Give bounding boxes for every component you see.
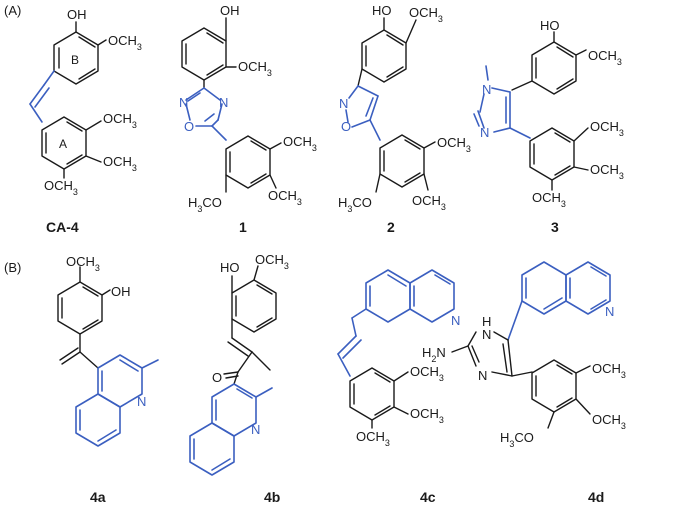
c3-label: 3 (551, 219, 559, 235)
c1-och3-r: OCH3 (283, 134, 317, 153)
c3-n: N (480, 125, 489, 140)
c1-h3co: H3CO (188, 195, 222, 214)
c4d-h: H (482, 314, 491, 329)
structure-4b (189, 265, 277, 476)
ca4-ring-b: B (71, 53, 79, 67)
structure-ca4 (29, 21, 107, 179)
c1-oh: OH (220, 3, 240, 18)
c4a-label: 4a (90, 489, 106, 505)
c2-och3-r: OCH3 (437, 135, 471, 154)
c4d-h2n: H2N (422, 345, 446, 364)
panel-label-a: (A) (4, 3, 21, 18)
structure-4c (337, 269, 455, 429)
c4b-label: 4b (264, 489, 280, 505)
structure-3 (473, 31, 589, 191)
c4d-och3-1: OCH3 (592, 361, 626, 380)
panel-label-b: (B) (4, 260, 21, 275)
structure-2 (345, 17, 436, 193)
c4b-n: N (251, 422, 260, 437)
c2-n: N (339, 96, 348, 111)
c1-n1: N (179, 95, 188, 110)
c1-n2: N (219, 95, 228, 110)
c2-och3-b: OCH3 (412, 193, 446, 212)
c3-och3-3: OCH3 (532, 190, 566, 209)
c3-och3-1: OCH3 (590, 119, 624, 138)
c3-och3-top: OCH3 (588, 48, 622, 67)
c1-o: O (184, 119, 194, 134)
c4c-och3-3: OCH3 (356, 429, 390, 448)
c4d-n-quinoline: N (605, 304, 614, 319)
c1-label: 1 (239, 219, 247, 235)
c4a-oh: OH (111, 284, 131, 299)
ca4-label: CA-4 (46, 219, 79, 235)
c4c-och3-2: OCH3 (410, 406, 444, 425)
c2-och3-top: OCH3 (409, 5, 443, 24)
c4a-och3: OCH3 (66, 254, 100, 273)
c2-o: O (341, 119, 351, 134)
ca4-och3-b: OCH3 (108, 33, 142, 52)
c3-n-methyl: N (482, 82, 491, 97)
structure-1 (181, 17, 282, 193)
c1-och3-top: OCH3 (238, 59, 272, 78)
ca4-och3-3: OCH3 (44, 178, 78, 197)
c2-label: 2 (387, 219, 395, 235)
ca4-och3-2: OCH3 (103, 154, 137, 173)
ca4-och3-1: OCH3 (103, 111, 137, 130)
c1-och3-b: OCH3 (268, 188, 302, 207)
c4b-o: O (212, 370, 222, 385)
c4d-n-h: N (482, 327, 491, 342)
ca4-ring-a: A (59, 137, 67, 151)
ca4-oh: OH (67, 7, 87, 22)
c4b-ho: HO (220, 260, 240, 275)
c2-h3co: H3CO (338, 195, 372, 214)
c4c-label: 4c (420, 489, 436, 505)
structure-4d (451, 261, 611, 429)
c3-ho: HO (540, 18, 560, 33)
c4d-h3co: H3CO (500, 430, 534, 449)
c4a-n: N (137, 394, 146, 409)
c3-och3-2: OCH3 (590, 162, 624, 181)
c4d-n: N (478, 368, 487, 383)
structure-4a (57, 266, 159, 447)
c4d-label: 4d (588, 489, 604, 505)
c4b-och3: OCH3 (255, 252, 289, 271)
c4c-n: N (451, 313, 460, 328)
c4c-och3-1: OCH3 (410, 364, 444, 383)
c2-ho: HO (372, 3, 392, 18)
c4d-och3-2: OCH3 (592, 412, 626, 431)
